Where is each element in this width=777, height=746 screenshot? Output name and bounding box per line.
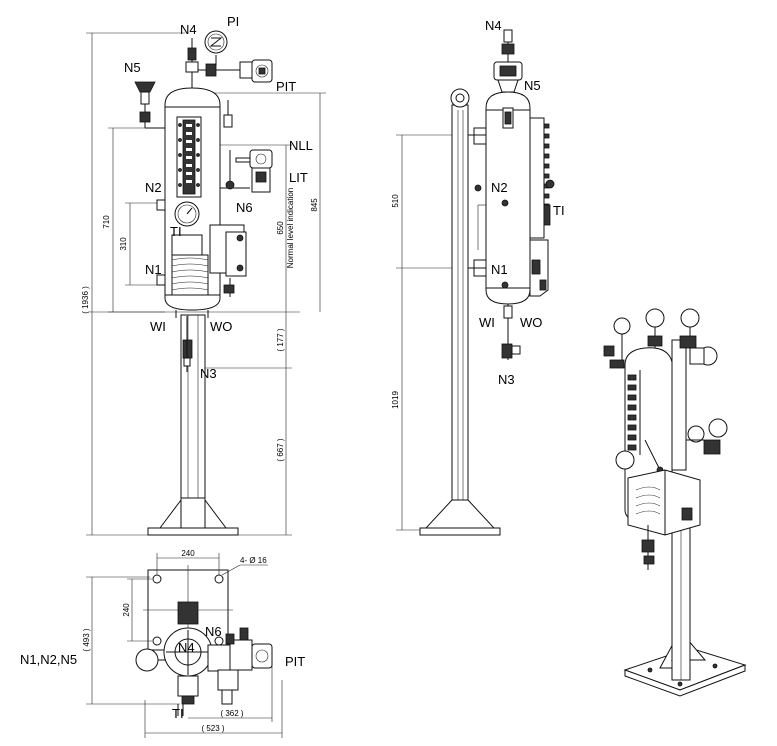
side-column [451,104,469,531]
dim-1019: 1019 [391,391,400,409]
label-n2-side: N2 [491,180,508,195]
label-ti-side: TI [553,203,565,218]
bolt-hole-spec: 4- Ø 16 [240,556,267,565]
label-n3-side: N3 [498,372,515,387]
plan-pressure-gauge-icon [135,648,159,672]
isometric-view [603,308,747,697]
iso-funnel-icon [613,317,631,335]
dim-362: ( 362 ) [220,709,243,718]
label-nll: NLL [289,138,313,153]
level-transmitter-icon [249,149,273,169]
dim-510: 510 [391,194,400,208]
side-gauge [529,117,545,239]
n5-funnel-icon [134,81,156,93]
label-n1n2n5-plan: N1,N2,N5 [20,652,77,667]
label-pi: PI [227,14,239,29]
label-n4-front: N4 [180,22,197,37]
label-wi-side: WI [479,315,495,330]
side-view: 510 1019 [391,18,565,536]
label-ti-plan: TI [172,706,184,721]
dim-493: ( 493 ) [82,628,91,651]
iso-lower-box [627,469,701,536]
label-pit-front: PIT [276,79,296,94]
dim-710: 710 [102,215,111,229]
dim-523: ( 523 ) [201,724,224,733]
label-pit-plan: PIT [285,654,305,669]
normal-level-indication: Normal level indication [286,188,295,268]
iso-lit-icon [708,418,728,438]
label-wi-front: WI [150,319,166,334]
iso-ti-icon [615,450,635,470]
label-n4-plan: N4 [178,640,195,655]
dim-310: 310 [119,237,128,251]
label-wo-front: WO [210,319,232,334]
label-n2-front: N2 [145,180,162,195]
label-n4-side: N4 [485,18,502,33]
dim-650: 650 [276,221,285,235]
label-ti-front: TI [170,224,182,239]
plan-view: 240 240 ( 493 ) 4- Ø 16 ( 362 ) ( 523 ) [20,549,305,738]
label-n6-front: N6 [236,200,253,215]
label-n6-plan: N6 [205,624,222,639]
dim-667: ( 667 ) [276,438,285,461]
front-view: ( 1936 ) 710 310 845 650 Normal level in… [81,14,326,536]
dim-845: 845 [310,198,319,212]
label-n5-front: N5 [124,60,141,75]
label-n1-side: N1 [491,262,508,277]
label-lit: LIT [289,170,308,185]
dim-177: ( 177 ) [276,328,285,351]
label-n1-front: N1 [145,262,162,277]
dim-240-side: 240 [122,603,131,617]
label-n5-side: N5 [524,78,541,93]
label-n3-front: N3 [200,366,217,381]
label-wo-side: WO [520,315,542,330]
dim-240-top: 240 [181,549,195,558]
plan-pit-icon [251,643,273,669]
iso-pressure-gauge-icon [645,308,665,328]
dim-1936: ( 1936 ) [81,286,90,314]
base-plate [147,527,239,536]
